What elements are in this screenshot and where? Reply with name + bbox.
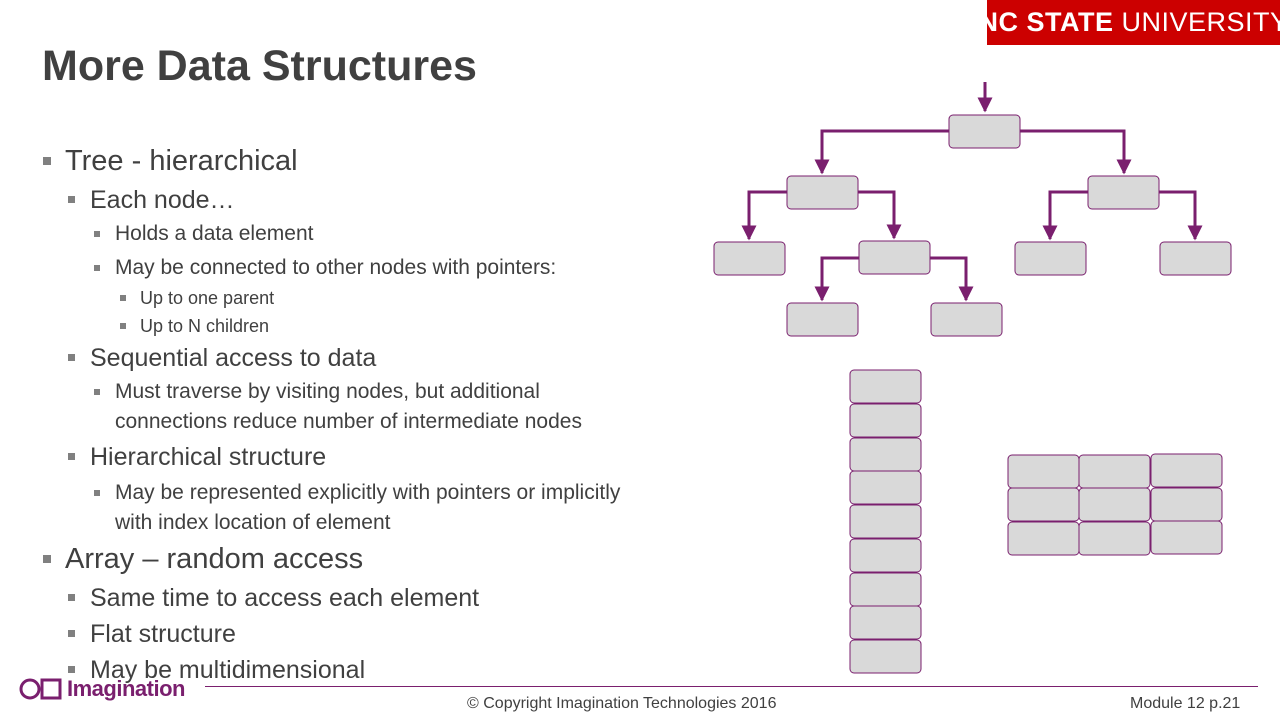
tree-node-mid — [858, 240, 931, 275]
tree-node-leaf — [786, 302, 859, 337]
array-cell — [849, 572, 922, 607]
matrix-cell — [1078, 487, 1151, 522]
array-cell — [849, 538, 922, 573]
brand-rest: UNIVERSITY — [1121, 7, 1280, 37]
tree-node-leaf — [930, 302, 1003, 337]
tree-node-leaf — [1159, 241, 1232, 276]
array-cell — [849, 605, 922, 640]
edge-root-right — [1020, 129, 1132, 175]
edge-right-leaf-a — [1042, 190, 1088, 241]
tree-node-leaf — [713, 241, 786, 276]
matrix-cell — [1078, 454, 1151, 489]
imagination-logo: Imagination — [18, 673, 185, 705]
array-cell — [849, 639, 922, 674]
matrix-cell — [1150, 520, 1223, 555]
tree-node-left — [786, 175, 859, 210]
logo-text: Imagination — [67, 676, 185, 701]
array-cell — [849, 369, 922, 404]
tree-node-leaf — [1014, 241, 1087, 276]
matrix-cell — [1007, 454, 1080, 489]
imagination-mark-icon — [19, 678, 62, 700]
page-number: Module 12 p.21 — [1130, 695, 1241, 712]
array-cell — [849, 403, 922, 438]
array-cell — [849, 437, 922, 472]
2d-array-diagram — [1007, 453, 1223, 556]
copyright-text: © Copyright Imagination Technologies 201… — [467, 695, 777, 712]
matrix-cell — [1150, 487, 1223, 522]
footer-divider — [205, 686, 1258, 687]
1d-array-diagram — [849, 369, 922, 674]
edge-right-leaf-b — [1159, 190, 1203, 241]
edge-mid-leaf-a — [814, 256, 859, 302]
matrix-cell — [1007, 487, 1080, 522]
brand-strong: NC STATE — [978, 7, 1114, 37]
tree-node-root — [948, 114, 1021, 149]
tree-diagram — [741, 82, 1203, 302]
tree-node-right — [1087, 175, 1160, 210]
matrix-cell — [1150, 453, 1223, 488]
array-cell — [849, 470, 922, 505]
edge-root-left — [814, 129, 949, 175]
edge-mid-leaf-b — [930, 256, 974, 302]
matrix-cell — [1007, 521, 1080, 556]
slide-title: More Data Structures — [42, 42, 477, 90]
edge-left-leaf — [741, 190, 787, 241]
edge-left-mid — [858, 190, 902, 240]
matrix-cell — [1078, 521, 1151, 556]
array-cell — [849, 504, 922, 539]
